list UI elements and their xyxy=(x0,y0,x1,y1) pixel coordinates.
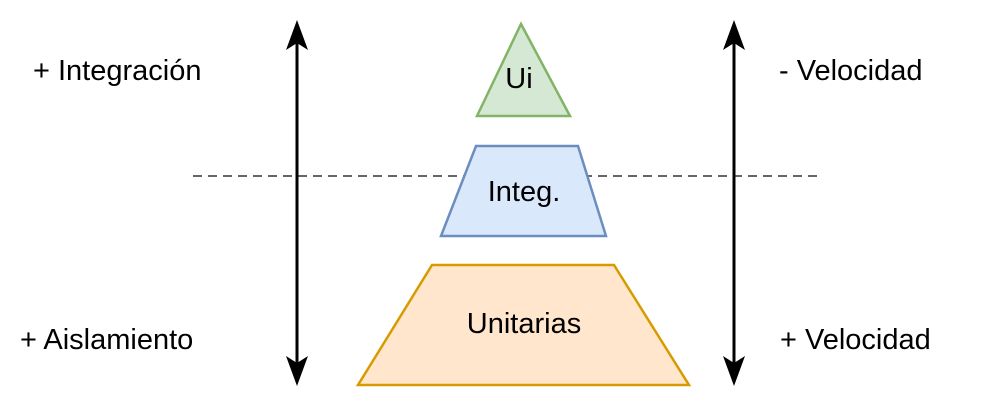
label-more-speed: + Velocidad xyxy=(780,324,931,356)
pyramid-middle-label: Integ. xyxy=(488,176,561,208)
label-more-isolation: + Aislamiento xyxy=(20,324,193,356)
label-more-integration: + Integración xyxy=(33,55,201,87)
pyramid-bottom-trapezoid xyxy=(355,263,692,387)
pyramid-middle-trapezoid xyxy=(439,144,608,238)
pyramid-bottom-label: Unitarias xyxy=(467,308,581,340)
left-double-arrow xyxy=(286,20,308,386)
right-double-arrow xyxy=(723,20,745,386)
label-less-speed: - Velocidad xyxy=(779,55,923,87)
pyramid-top-triangle xyxy=(475,21,573,118)
pyramid-top-label: Ui xyxy=(505,63,532,95)
